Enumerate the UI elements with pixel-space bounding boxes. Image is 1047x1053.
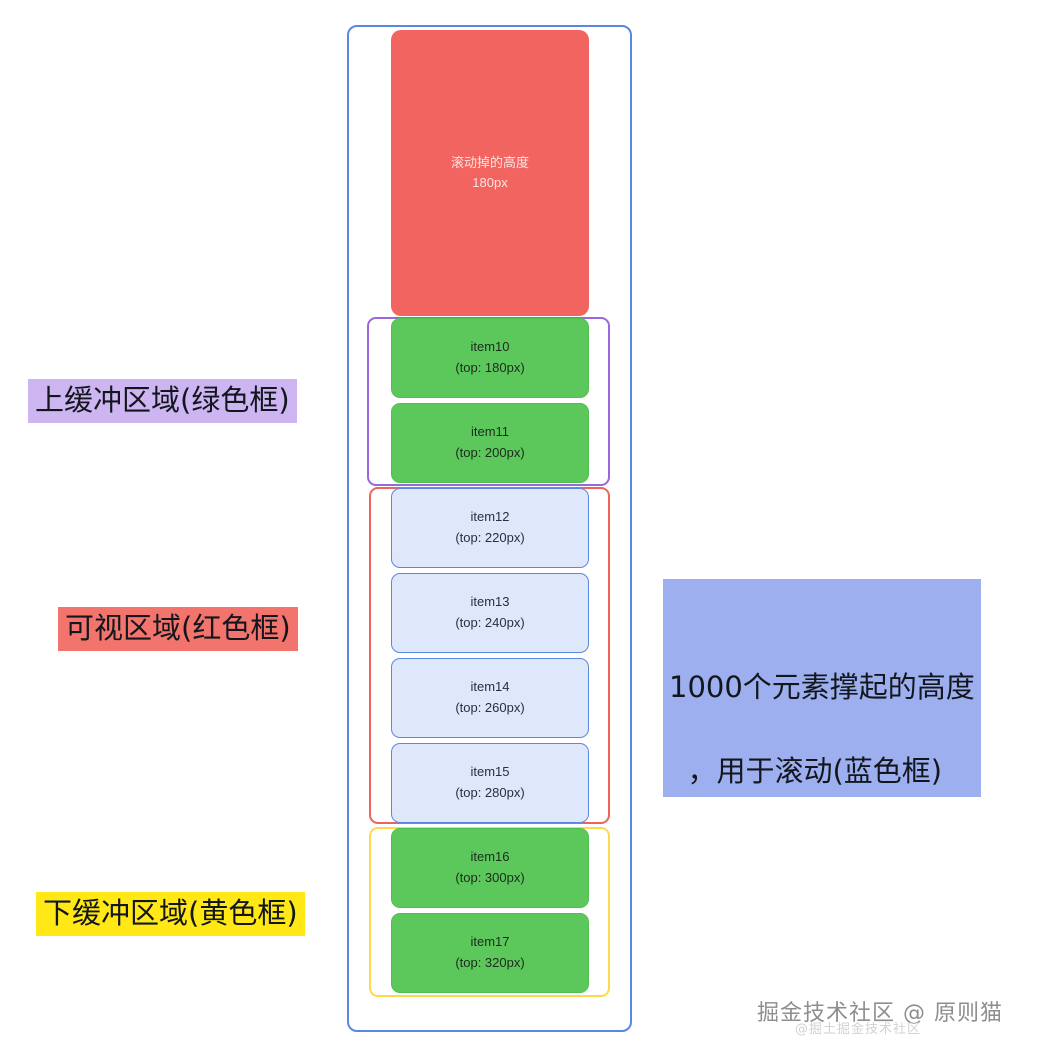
item-name: item16 xyxy=(470,849,510,865)
item-top: (top: 300px) xyxy=(455,870,525,885)
list-item[interactable]: item13 (top: 240px) xyxy=(391,573,589,653)
annotation-scroll-height-line2: ，用于滚动(蓝色框) xyxy=(687,750,943,793)
item-name: item12 xyxy=(470,509,510,525)
list-item[interactable]: item12 (top: 220px) xyxy=(391,488,589,568)
item-top: (top: 280px) xyxy=(455,785,525,800)
watermark-sub: @掘土掘金技术社区 xyxy=(795,1022,922,1037)
annotation-scroll-height: 1000个元素撑起的高度 ，用于滚动(蓝色框) xyxy=(663,579,981,798)
scrolled-height-block: 滚动掉的高度 180px xyxy=(391,30,589,316)
item-top: (top: 180px) xyxy=(455,360,525,375)
list-item[interactable]: item14 (top: 260px) xyxy=(391,658,589,738)
item-top: (top: 240px) xyxy=(455,615,525,630)
item-name: item14 xyxy=(470,679,510,695)
item-top: (top: 220px) xyxy=(455,530,525,545)
item-top: (top: 320px) xyxy=(455,955,525,970)
list-item[interactable]: item11 (top: 200px) xyxy=(391,403,589,483)
item-top: (top: 260px) xyxy=(455,700,525,715)
annotation-buffer-bottom: 下缓冲区域(黄色框) xyxy=(36,892,305,937)
item-name: item15 xyxy=(470,764,510,780)
item-top: (top: 200px) xyxy=(455,445,525,460)
annotation-scroll-height-line1: 1000个元素撑起的高度 xyxy=(669,670,975,705)
annotation-viewport: 可视区域(红色框) xyxy=(58,607,298,652)
watermark: 掘金技术社区 @ 原则猫 xyxy=(757,1001,1003,1026)
item-name: item10 xyxy=(470,339,510,355)
scrolled-height-title: 滚动掉的高度 xyxy=(450,154,529,170)
list-item[interactable]: item17 (top: 320px) xyxy=(391,913,589,993)
list-item[interactable]: item15 (top: 280px) xyxy=(391,743,589,823)
item-name: item17 xyxy=(470,934,510,950)
list-item[interactable]: item16 (top: 300px) xyxy=(391,828,589,908)
annotation-buffer-top: 上缓冲区域(绿色框) xyxy=(28,379,297,424)
item-name: item13 xyxy=(470,594,510,610)
list-item[interactable]: item10 (top: 180px) xyxy=(391,318,589,398)
item-name: item11 xyxy=(470,424,510,440)
scrolled-height-value: 180px xyxy=(472,175,508,190)
